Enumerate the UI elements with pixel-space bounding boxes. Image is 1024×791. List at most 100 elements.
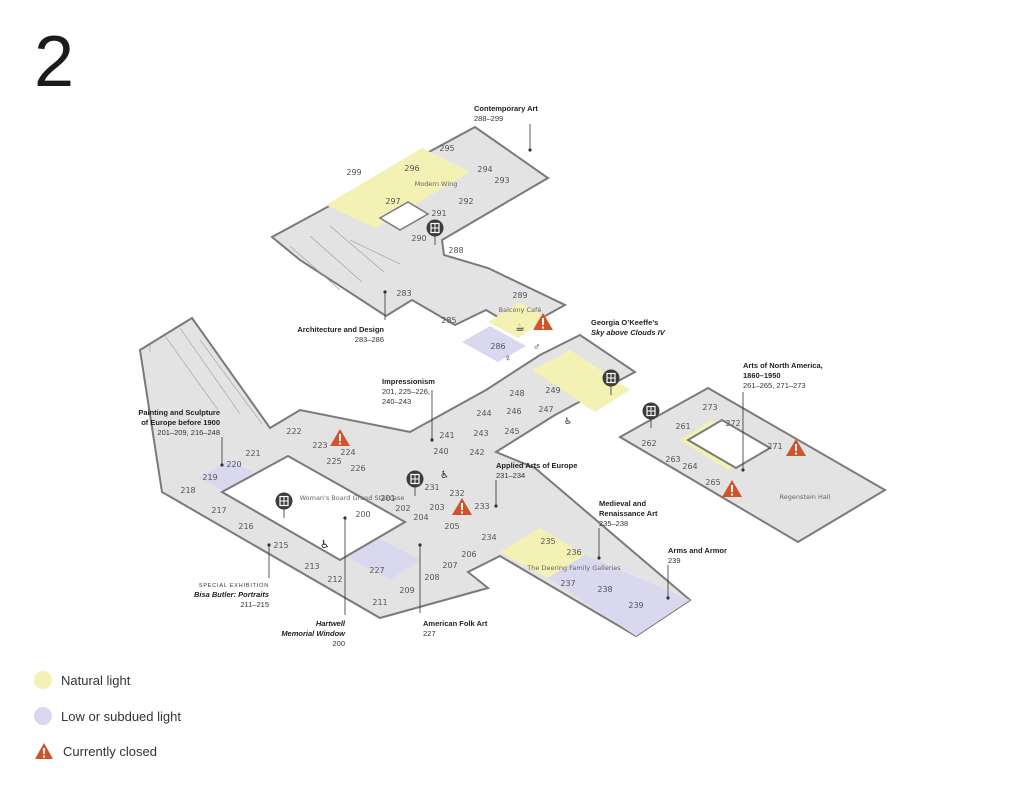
room-number: 248 xyxy=(509,389,524,398)
courtyard-west xyxy=(219,454,408,562)
warning-triangle-icon xyxy=(722,480,742,497)
accessible-icon: ♿ xyxy=(320,539,330,551)
legend-label: Currently closed xyxy=(63,743,157,759)
room-number: 288 xyxy=(448,246,463,255)
room-number: 204 xyxy=(413,513,428,522)
room-number: 285 xyxy=(441,316,456,325)
room-number: 290 xyxy=(411,234,426,243)
room-number: 200 xyxy=(355,510,370,519)
room-number: 261 xyxy=(675,422,690,431)
room-number: 273 xyxy=(702,403,717,412)
room-number: 213 xyxy=(304,562,319,571)
room-number: 211 xyxy=(372,598,387,607)
zone-subdued-light-deering xyxy=(548,555,690,636)
room-number: 262 xyxy=(641,439,656,448)
warning-triangle-icon xyxy=(533,313,553,330)
room-number: 289 xyxy=(512,291,527,300)
room-number: 291 xyxy=(431,209,446,218)
subdued-light-swatch xyxy=(34,707,52,725)
room-number: 249 xyxy=(545,386,560,395)
room-number: 233 xyxy=(474,502,489,511)
room-number: 220 xyxy=(226,460,241,469)
natural-light-swatch xyxy=(34,671,52,689)
room-number: 293 xyxy=(494,176,509,185)
closed-warning-icons xyxy=(330,313,806,515)
room-number: 271 xyxy=(767,442,782,451)
wing-east[interactable] xyxy=(617,386,887,544)
room-number: 292 xyxy=(458,197,473,206)
window-icon xyxy=(275,492,293,518)
place-deering-galleries: The Deering Family Galleries xyxy=(526,564,621,572)
room-number: 217 xyxy=(211,506,226,515)
room-number: 222 xyxy=(286,427,301,436)
room-number: 235 xyxy=(540,537,555,546)
room-number: 295 xyxy=(439,144,454,153)
room-number: 242 xyxy=(469,448,484,457)
room-number: 240 xyxy=(433,447,448,456)
room-number: 296 xyxy=(404,164,419,173)
room-number: 216 xyxy=(238,522,253,531)
room-number: 219 xyxy=(202,473,217,482)
room-number: 294 xyxy=(477,165,492,174)
window-icon xyxy=(426,219,444,245)
room-number: 226 xyxy=(350,464,365,473)
room-number: 243 xyxy=(473,429,488,438)
room-number: 207 xyxy=(442,561,457,570)
roof-hatch-north xyxy=(289,225,401,291)
room-number: 227 xyxy=(369,566,384,575)
legend-currently-closed: Currently closed xyxy=(34,742,157,760)
warning-triangle-icon xyxy=(452,498,472,515)
room-number: 203 xyxy=(429,503,444,512)
roof-hatch-west xyxy=(149,327,263,425)
legend-label: Low or subdued light xyxy=(61,708,181,724)
zone-natural-light-249 xyxy=(532,350,630,412)
room-number: 232 xyxy=(449,489,464,498)
room-number: 246 xyxy=(506,407,521,416)
zone-natural-light-modern xyxy=(326,148,470,228)
room-number: 218 xyxy=(180,486,195,495)
accessible-icon: ♿ xyxy=(564,416,572,426)
room-number: 286 xyxy=(490,342,505,351)
room-number: 238 xyxy=(597,585,612,594)
accessible-route-icon: ♿ xyxy=(440,470,449,481)
room-number: 225 xyxy=(326,457,341,466)
room-number: 236 xyxy=(566,548,581,557)
room-number: 224 xyxy=(340,448,355,457)
warning-triangle-icon xyxy=(786,439,806,456)
restroom-women-icon: ♀ xyxy=(504,353,512,364)
zone-natural-light-balcony xyxy=(488,302,548,338)
courtyard-east xyxy=(686,418,772,470)
window-icon xyxy=(602,369,620,395)
warning-triangle-icon xyxy=(35,743,53,759)
room-number: 221 xyxy=(245,449,260,458)
room-number: 234 xyxy=(481,533,496,542)
room-numbers: 295 294 293 299 296 292 297 291 290 288 … xyxy=(180,144,782,610)
room-number: 209 xyxy=(399,586,414,595)
window-icon xyxy=(642,402,660,428)
room-number: 201 xyxy=(380,494,395,503)
legend-label: Natural light xyxy=(61,672,131,688)
room-number: 208 xyxy=(424,573,439,582)
room-number: 265 xyxy=(705,478,720,487)
restroom-men-icon: ♂ xyxy=(533,342,541,353)
room-number: 239 xyxy=(628,601,643,610)
place-regenstein-hall: Regenstein Hall xyxy=(780,493,831,501)
room-number: 215 xyxy=(273,541,288,550)
room-number: 247 xyxy=(538,405,553,414)
floor-number: 2 xyxy=(34,22,75,102)
room-number: 297 xyxy=(385,197,400,206)
room-number: 237 xyxy=(560,579,575,588)
window-icon xyxy=(406,470,424,496)
place-grand-staircase: Woman's Board Grand Staircase xyxy=(300,494,405,502)
room-number: 264 xyxy=(682,462,697,471)
